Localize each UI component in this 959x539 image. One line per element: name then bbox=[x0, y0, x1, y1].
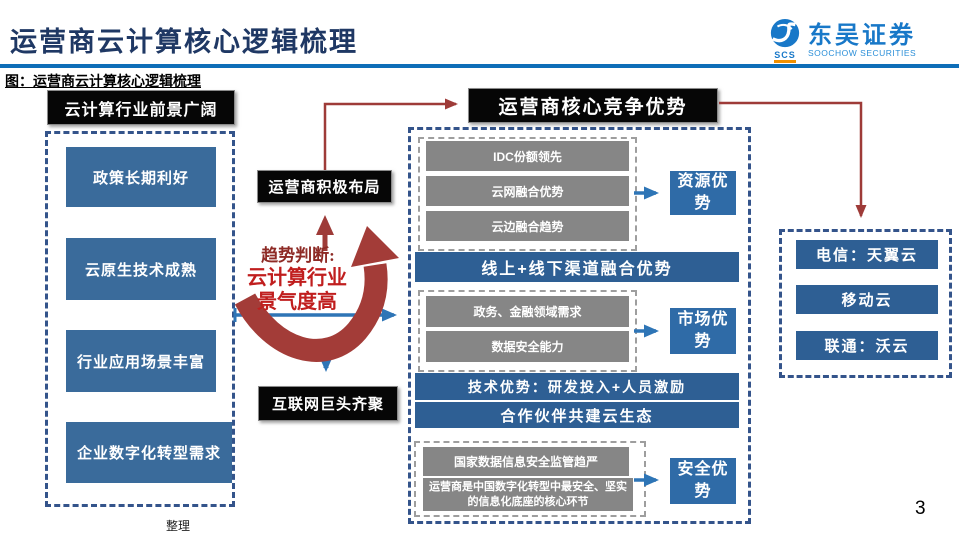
figure-caption: 图：运营商云计算核心逻辑梳理 bbox=[5, 75, 201, 90]
market-input-gov-finance: 政务、金融领域需求 bbox=[426, 296, 629, 327]
advantages-frame bbox=[408, 127, 751, 524]
page-title: 运营商云计算核心逻辑梳理 bbox=[10, 27, 358, 57]
page-number: 3 bbox=[915, 498, 926, 519]
operator-unicom: 联通：沃云 bbox=[796, 331, 938, 360]
resource-input-cloud-network: 云网融合优势 bbox=[426, 176, 629, 206]
eco-bar: 合作伙伴共建云生态 bbox=[415, 402, 739, 428]
resource-advantage-box: 资源优势 bbox=[670, 171, 736, 215]
logo-cn-text: 东吴证券 bbox=[808, 21, 916, 49]
left-panel-header: 云计算行业前景广阔 bbox=[47, 90, 235, 125]
security-input-foundation: 运营商是中国数字化转型中最安全、坚实的信息化底座的核心环节 bbox=[423, 478, 633, 511]
operators-frame bbox=[779, 229, 952, 378]
swoosh-arrowhead bbox=[351, 226, 399, 267]
channel-bar: 线上+线下渠道融合优势 bbox=[415, 252, 739, 282]
left-item-scenarios: 行业应用场景丰富 bbox=[66, 330, 216, 392]
logo-en-text: SOOCHOW SECURITIES bbox=[808, 47, 917, 58]
resource-input-idc: IDC份额领先 bbox=[426, 141, 629, 171]
tech-bar: 技术优势：研发投入+人员激励 bbox=[415, 373, 739, 400]
security-input-regulation: 国家数据信息安全监管趋严 bbox=[423, 447, 629, 476]
internet-giants-box: 互联网巨头齐聚 bbox=[258, 386, 398, 421]
soochow-logo-icon: SCS bbox=[768, 18, 802, 63]
left-item-digital-transform: 企业数字化转型需求 bbox=[66, 422, 232, 483]
market-advantage-box: 市场优势 bbox=[670, 308, 736, 354]
trend-judgement-label: 趋势判断: bbox=[261, 246, 335, 265]
operator-telecom: 电信：天翼云 bbox=[796, 240, 938, 269]
market-input-data-security: 数据安全能力 bbox=[426, 331, 629, 362]
core-advantage-box: 运营商核心竞争优势 bbox=[468, 88, 718, 123]
logo-badge-text: SCS bbox=[774, 50, 796, 63]
security-advantage-box: 安全优势 bbox=[670, 458, 736, 504]
source-note: 整理 bbox=[166, 519, 191, 533]
operator-mobile: 移动云 bbox=[796, 285, 938, 314]
resource-input-edge: 云边融合趋势 bbox=[426, 211, 629, 241]
left-item-policy: 政策长期利好 bbox=[66, 147, 216, 207]
left-item-cloud-native: 云原生技术成熟 bbox=[66, 238, 216, 300]
operator-layout-box: 运营商积极布局 bbox=[257, 170, 392, 203]
soochow-logo: SCS 东吴证券 SOOCHOW SECURITIES bbox=[768, 18, 916, 63]
trend-line2: 景气度高 bbox=[257, 291, 337, 313]
header-divider bbox=[0, 64, 959, 68]
